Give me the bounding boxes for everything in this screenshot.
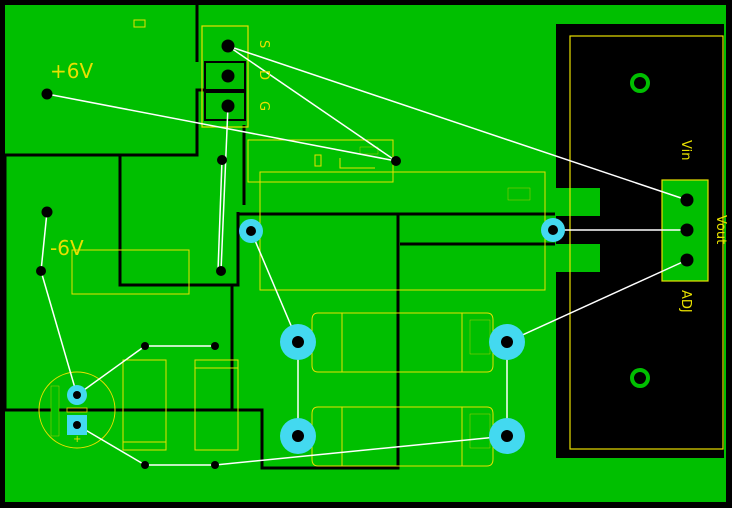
electrolytic-cap-outline [38,371,116,449]
tiny-markings [50,146,531,449]
label-minus6v: -6V [50,236,84,260]
label-cap-plus: + [73,434,81,445]
mov-top-outline [311,312,494,373]
regulator-outline [569,35,724,450]
drill-holes [36,39,694,469]
small-component-outline [133,19,146,28]
label-vin: Vin [678,140,693,160]
capacitor-c1-outline [122,359,167,451]
mounting-hole-top [630,73,650,93]
capacitor-c2-outline [194,359,239,451]
label-adj: ADJ [678,290,693,313]
fet-pin-box-d [204,61,246,91]
minus6v-pad-outline [71,249,190,295]
copper-isolation [3,5,555,470]
label-vout: Vout [713,215,728,244]
fet-header-outline [201,25,249,128]
fet-pin-box-g [204,91,246,121]
label-plus6v: +6V [50,59,93,83]
label-fet-d: D [256,70,271,80]
label-fet-g: G [256,101,271,111]
electrolytic-cap-band [66,407,88,413]
label-fet-s: S [256,40,271,48]
regulator-void-area [556,24,724,458]
mounting-hole-bottom [630,368,650,388]
mov-bottom-outline [311,406,494,467]
